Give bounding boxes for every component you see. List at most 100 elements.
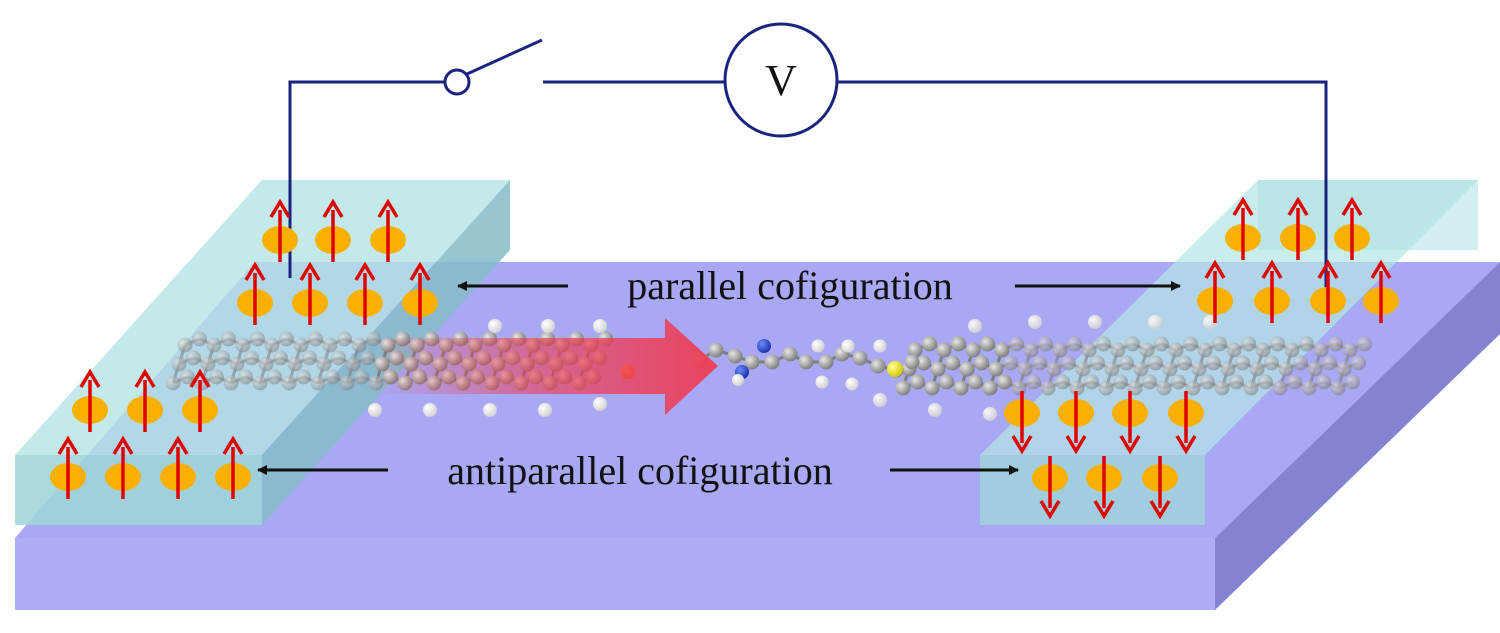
- carbon-atom: [910, 374, 925, 390]
- carbon-atom: [1148, 355, 1163, 371]
- spin-up: [347, 261, 383, 325]
- spin-arrow-head: [167, 435, 189, 455]
- hydrogen-atom: [1028, 315, 1042, 329]
- carbon-atom: [1345, 374, 1360, 390]
- carbon-atom: [1162, 361, 1178, 377]
- carbon-atom: [302, 350, 317, 366]
- carbon-atom: [310, 375, 326, 391]
- carbon-atom: [1023, 342, 1039, 358]
- hydrogen-atom: [841, 339, 855, 353]
- spin-arrow-head: [1065, 435, 1087, 455]
- spin-up: [160, 435, 196, 499]
- carbon-atom: [296, 369, 311, 385]
- carbon-atom: [331, 350, 346, 366]
- carbon-atom: [1249, 361, 1265, 377]
- carbon-atom: [209, 369, 224, 385]
- hydrogen-atom: [1148, 315, 1162, 329]
- carbon-atom: [1154, 336, 1169, 352]
- carbon-atom: [281, 375, 297, 391]
- spin-arrow-head: [1204, 259, 1226, 279]
- spin-arrow-head: [409, 261, 431, 281]
- carbon-atom: [1220, 361, 1236, 377]
- carbon-atom: [959, 361, 975, 377]
- carbon-atom: [235, 337, 251, 353]
- spin-up: [370, 198, 406, 262]
- carbon-atom: [1104, 361, 1120, 377]
- hydrogen-atom: [423, 403, 437, 417]
- spin-up: [1254, 259, 1290, 323]
- spin-arrow-head: [1149, 500, 1171, 520]
- carbon-atom: [351, 337, 367, 353]
- carbon-atom: [1081, 342, 1097, 358]
- hydrogen-atom: [815, 375, 829, 389]
- spin-arrow-head: [134, 368, 156, 388]
- spin-arrow-head: [1119, 435, 1141, 455]
- carbon-atom: [870, 358, 886, 374]
- voltmeter-circle: [723, 22, 839, 138]
- substrate-front-face: [15, 538, 1215, 610]
- carbon-atom: [1357, 336, 1372, 352]
- spin-arrow-head: [189, 368, 211, 388]
- spin-arrow-head: [299, 261, 321, 281]
- carbon-atom: [1061, 355, 1076, 371]
- spin-up: [1225, 196, 1261, 260]
- carbon-atom: [192, 331, 207, 347]
- hydrogen-atom: [732, 374, 744, 386]
- carbon-atom: [1342, 342, 1358, 358]
- carbon-atom: [895, 380, 911, 396]
- carbon-atom: [337, 331, 352, 347]
- carbon-atom: [1011, 380, 1027, 396]
- switch-lever: [466, 38, 543, 76]
- hydrogen-atom: [1088, 315, 1102, 329]
- carbon-atom: [1313, 342, 1329, 358]
- spin-down: [1168, 391, 1204, 455]
- carbon-atom: [916, 355, 931, 371]
- switch-pivot: [443, 68, 471, 96]
- spin-down: [1086, 456, 1122, 520]
- spin-up: [50, 435, 86, 499]
- antiparallel-label: antiparallel cofiguration: [447, 448, 832, 493]
- spin-arrow-head: [79, 368, 101, 388]
- carbon-atom: [165, 375, 181, 391]
- spin-down: [1032, 456, 1068, 520]
- carbon-atom: [267, 369, 282, 385]
- spin-arrow-head: [377, 198, 399, 218]
- carbon-atom: [316, 356, 332, 372]
- spin-arrow-head: [1370, 259, 1392, 279]
- carbon-atom: [279, 331, 294, 347]
- carbon-atom: [1052, 342, 1068, 358]
- hydrogen-atom: [845, 377, 859, 391]
- carbon-atom: [1336, 361, 1352, 377]
- carbon-atom: [1299, 336, 1314, 352]
- carbon-atom: [965, 342, 981, 358]
- spin-arrow-head: [1011, 435, 1033, 455]
- carbon-atom: [308, 331, 323, 347]
- carbon-atom: [206, 337, 222, 353]
- carbon-atom: [264, 337, 280, 353]
- carbon-atom: [287, 356, 303, 372]
- carbon-atom: [180, 369, 195, 385]
- carbon-atom: [177, 337, 193, 353]
- spin-up: [237, 261, 273, 325]
- spin-arrow-head: [222, 435, 244, 455]
- carbon-atom: [1307, 361, 1323, 377]
- carbon-atom: [727, 348, 743, 364]
- carbon-atom: [1197, 342, 1213, 358]
- spin-down: [1142, 456, 1178, 520]
- spin-up: [315, 198, 351, 262]
- carbon-atom: [982, 380, 998, 396]
- carbon-atom: [1200, 374, 1215, 390]
- carbon-atom: [1183, 336, 1198, 352]
- spin-up: [105, 435, 141, 499]
- carbon-atom: [1003, 355, 1018, 371]
- carbon-atom: [1032, 355, 1047, 371]
- spin-arrow-head: [1175, 435, 1197, 455]
- spin-arrow-head: [1287, 196, 1309, 216]
- carbon-atom: [1075, 361, 1091, 377]
- carbon-atom: [1278, 361, 1294, 377]
- carbon-atom: [1026, 374, 1041, 390]
- carbon-atom: [1351, 355, 1366, 371]
- carbon-atom: [200, 356, 216, 372]
